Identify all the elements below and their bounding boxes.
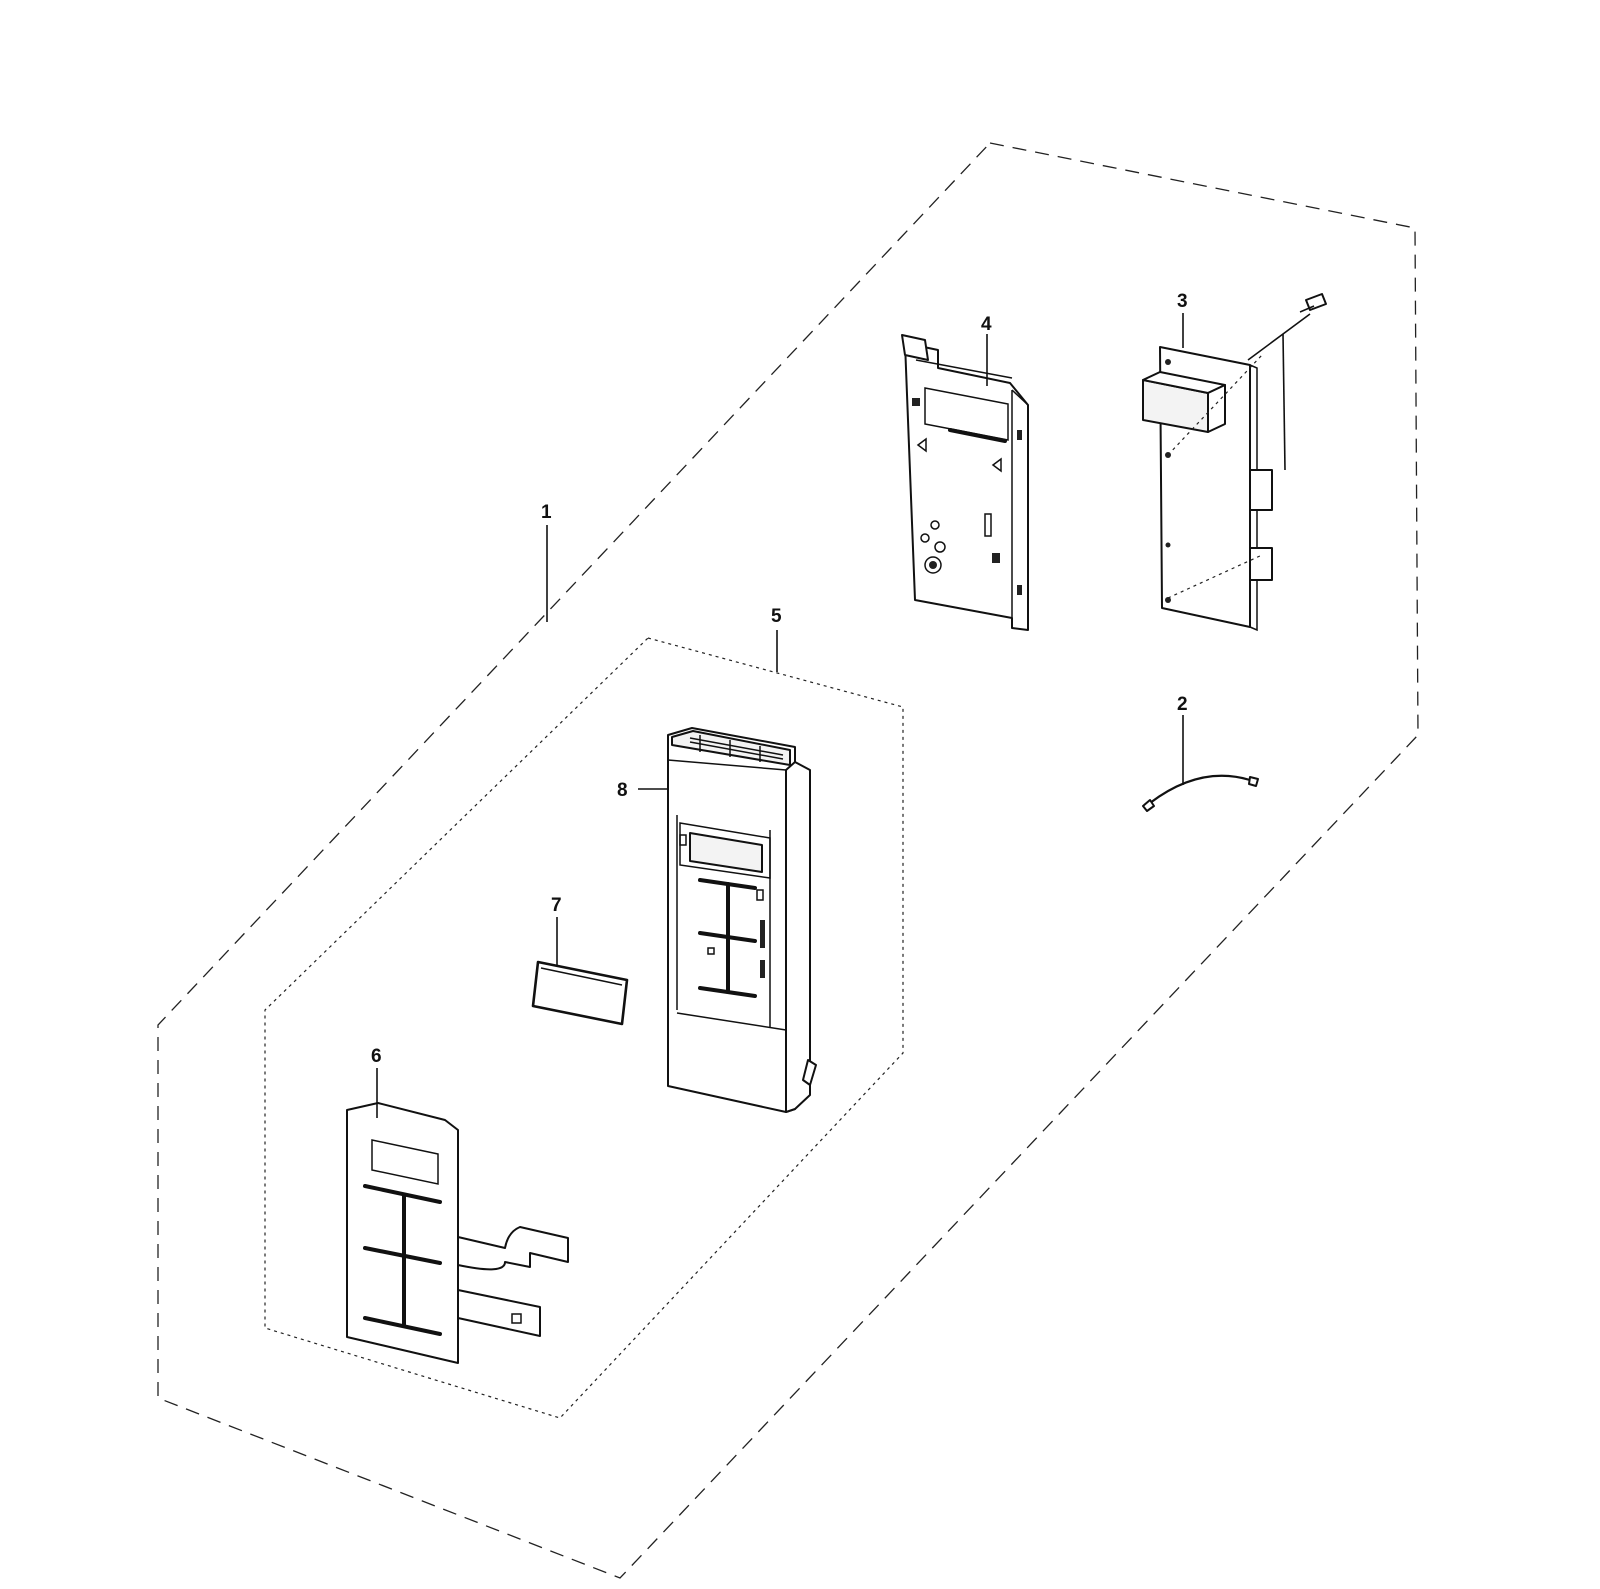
callout-1: 1 bbox=[541, 502, 552, 523]
callout-5: 5 bbox=[771, 606, 782, 627]
callout-8: 8 bbox=[617, 780, 628, 801]
part-2-wire-harness bbox=[1142, 774, 1259, 812]
part-7-display-window bbox=[531, 960, 629, 1026]
callout-6: 6 bbox=[371, 1046, 382, 1067]
callout-labels: 1 2 3 4 5 6 7 8 bbox=[371, 291, 1188, 1067]
part-8-control-panel-housing bbox=[667, 727, 817, 1113]
part-4-control-bracket bbox=[901, 334, 1029, 631]
leader-lines bbox=[376, 313, 1184, 1118]
assembly-boundary-inner bbox=[264, 637, 904, 1419]
callout-7: 7 bbox=[551, 895, 562, 916]
part-6-membrane-keypad bbox=[346, 1102, 569, 1364]
part-3-pcb-assembly bbox=[1142, 293, 1327, 632]
callout-3: 3 bbox=[1177, 291, 1188, 312]
callout-4: 4 bbox=[981, 314, 992, 335]
callout-2: 2 bbox=[1177, 694, 1188, 715]
assembly-boundary-outer bbox=[157, 142, 1419, 1579]
